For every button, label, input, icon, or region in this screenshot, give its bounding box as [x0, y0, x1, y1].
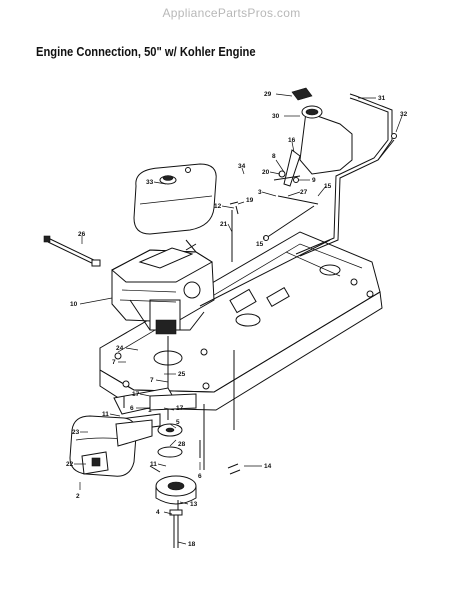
callout-32: 32: [400, 111, 408, 118]
cable-clamp: [229, 201, 239, 215]
callout-20: 20: [262, 169, 270, 176]
callout-34: 34: [238, 163, 246, 170]
callout-11a: 11: [102, 411, 109, 418]
callout-29: 29: [264, 91, 272, 98]
callout-24: 24: [116, 345, 124, 352]
callout-19: 19: [246, 197, 254, 204]
diagram-title: Engine Connection, 50" w/ Kohler Engine: [36, 44, 256, 59]
callout-33: 33: [146, 179, 154, 186]
callout-27: 27: [300, 189, 308, 196]
callout-11b: 11: [150, 461, 157, 468]
callout-16: 16: [288, 137, 296, 144]
oil-bottle: [299, 105, 353, 175]
oil-cap: [291, 87, 313, 101]
callout-26: 26: [78, 231, 86, 238]
callout-7b: 7: [150, 377, 154, 384]
callout-9: 9: [312, 177, 316, 184]
linkage-bracket: [273, 149, 319, 205]
callout-8: 8: [272, 153, 276, 160]
callout-7a: 7: [112, 359, 116, 366]
frame-plate: [99, 231, 383, 411]
callout-13: 13: [190, 501, 198, 508]
callout-30: 30: [272, 113, 280, 120]
clutch-bolt: [169, 509, 183, 548]
callout-14: 14: [264, 463, 272, 470]
long-link-rod: [199, 239, 331, 307]
pulley: [157, 446, 183, 458]
clutch-wire: [227, 463, 241, 475]
callout-10: 10: [70, 301, 78, 308]
callout-28: 28: [178, 441, 186, 448]
exhaust-bracket: [115, 419, 153, 447]
callout-1: 1: [148, 407, 152, 414]
callout-15a: 15: [324, 183, 332, 190]
callout-22: 22: [66, 461, 74, 468]
callout-25: 25: [178, 371, 186, 378]
callout-5: 5: [176, 419, 180, 426]
watermark: AppliancePartsPros.com: [162, 6, 301, 20]
callout-6b: 6: [198, 473, 202, 480]
callout-17a: 17: [132, 391, 140, 398]
link-rod: [265, 205, 315, 239]
callout-31: 31: [378, 95, 386, 102]
callout-23: 23: [72, 429, 80, 436]
callout-6a: 6: [130, 405, 134, 412]
callout-3: 3: [258, 189, 262, 196]
leader-lines: [74, 93, 403, 545]
engine: [111, 239, 215, 335]
dipstick-tube: [43, 235, 101, 267]
callout-2: 2: [76, 493, 80, 500]
callout-21: 21: [220, 221, 228, 228]
callout-12: 12: [214, 203, 222, 210]
callout-4: 4: [156, 509, 160, 516]
callout-18: 18: [188, 541, 196, 548]
callout-17b: 17: [176, 405, 184, 412]
fuel-tank: [133, 163, 217, 235]
callout-15b: 15: [256, 241, 264, 248]
rod-end: [263, 235, 269, 241]
